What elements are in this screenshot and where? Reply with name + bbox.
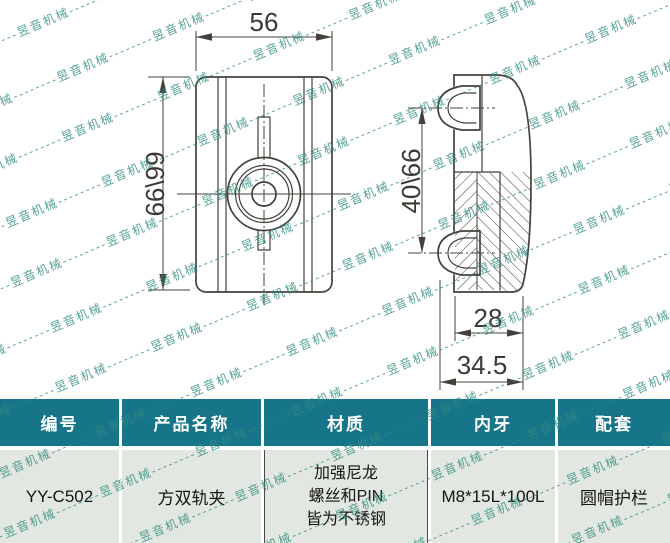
dim-label-66-99: 66\99 <box>140 151 170 216</box>
header-thread: 内牙 <box>431 399 555 446</box>
dim-label-40-66: 40\66 <box>396 148 426 213</box>
material-line-2: 螺丝和PIN <box>308 488 384 505</box>
header-thread-label: 内牙 <box>474 415 512 434</box>
material-line-1: 加强尼龙 <box>313 465 378 482</box>
front-view: 56 66\99 <box>140 7 351 305</box>
spec-table: 编号 产品名称 材质 内牙 配套 YY-C502 方双轨夹 加强尼龙 螺丝和PI… <box>0 399 670 543</box>
dim-label-34-5: 34.5 <box>457 350 508 380</box>
dim-label-28: 28 <box>474 303 503 333</box>
header-code: 编号 <box>0 399 119 446</box>
top-clamp-jaw <box>408 85 495 131</box>
header-material: 材质 <box>264 399 428 446</box>
cell-material: 加强尼龙 螺丝和PIN 皆为不锈钢 <box>264 450 428 543</box>
cell-code: YY-C502 <box>0 450 119 543</box>
dim-front-height: 66\99 <box>140 76 190 291</box>
dim-label-56: 56 <box>250 7 279 37</box>
dim-side-height: 40\66 <box>396 108 426 253</box>
dim-side-inner-width: 28 <box>454 296 524 341</box>
product-name: 方双轨夹 <box>157 489 226 508</box>
header-code-label: 编号 <box>40 415 79 434</box>
header-product-name-label: 产品名称 <box>153 415 230 434</box>
product-code: YY-C502 <box>25 486 94 506</box>
dim-side-outer-width: 34.5 <box>439 280 524 390</box>
thread-spec: M8*15L*100L <box>441 486 545 506</box>
header-product-name: 产品名称 <box>122 399 261 446</box>
dim-front-width: 56 <box>195 7 333 71</box>
accessory-name: 圆帽护栏 <box>580 489 648 508</box>
cell-accessory: 圆帽护栏 <box>558 450 670 543</box>
cell-thread: M8*15L*100L <box>431 450 555 543</box>
bottom-clamp-jaw <box>408 230 495 276</box>
header-material-label: 材质 <box>327 415 365 434</box>
cell-product-name: 方双轨夹 <box>122 450 261 543</box>
material-line-3: 皆为不锈钢 <box>305 511 386 528</box>
side-view: 40\66 28 34.5 <box>396 74 532 390</box>
header-accessory-label: 配套 <box>595 415 633 434</box>
technical-drawing: 56 66\99 <box>140 7 532 390</box>
header-accessory: 配套 <box>558 399 670 446</box>
